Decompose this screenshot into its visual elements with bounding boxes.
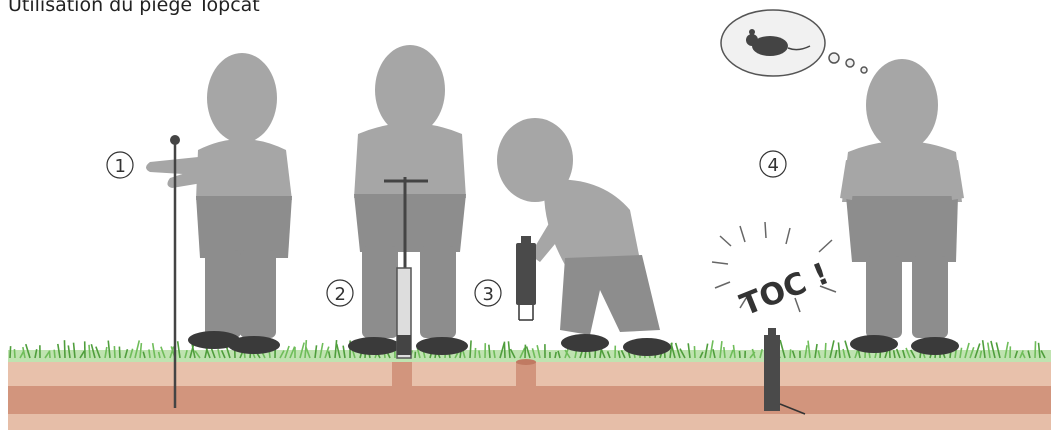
grass-blade bbox=[64, 340, 65, 358]
hole-2 bbox=[516, 362, 536, 388]
grass-blade bbox=[119, 347, 120, 358]
grass-blade bbox=[54, 350, 55, 358]
grass-blade bbox=[149, 349, 150, 358]
grass-blade bbox=[114, 346, 115, 358]
svg-text:3: 3 bbox=[483, 284, 494, 305]
grass-blade bbox=[14, 349, 15, 358]
person-2 bbox=[348, 45, 468, 358]
svg-text:1: 1 bbox=[115, 156, 126, 177]
sound-effect-text: TOC ! bbox=[735, 256, 834, 323]
grass-blade bbox=[825, 343, 826, 358]
grass-blade bbox=[504, 342, 505, 358]
step-marker-2: 2 bbox=[327, 280, 353, 306]
svg-text:2: 2 bbox=[335, 284, 346, 305]
probe-handle bbox=[170, 135, 180, 145]
thought-bubble bbox=[721, 10, 867, 76]
grass-blade bbox=[739, 351, 740, 358]
soil-middle-layer bbox=[8, 386, 1051, 414]
step-marker-3: 3 bbox=[475, 280, 501, 306]
person-4 bbox=[840, 59, 964, 355]
grass-blade bbox=[694, 346, 695, 358]
grass-blade bbox=[10, 346, 11, 358]
step-marker-4: 4 bbox=[760, 151, 786, 177]
grass-blade bbox=[1035, 341, 1036, 358]
grass-blade bbox=[49, 351, 50, 358]
hole-1 bbox=[392, 362, 412, 388]
grass-blade bbox=[470, 340, 471, 358]
topcat-trap-held bbox=[516, 236, 536, 320]
grass-blade bbox=[475, 348, 476, 358]
ground bbox=[8, 340, 1051, 430]
soil-bottom-layer bbox=[8, 414, 1051, 430]
svg-text:4: 4 bbox=[768, 155, 779, 176]
hole-rim bbox=[516, 359, 536, 365]
grass-blade bbox=[479, 351, 480, 358]
grass-blade bbox=[790, 349, 791, 358]
grass-blade bbox=[89, 345, 90, 358]
step-marker-1: 1 bbox=[107, 152, 133, 178]
